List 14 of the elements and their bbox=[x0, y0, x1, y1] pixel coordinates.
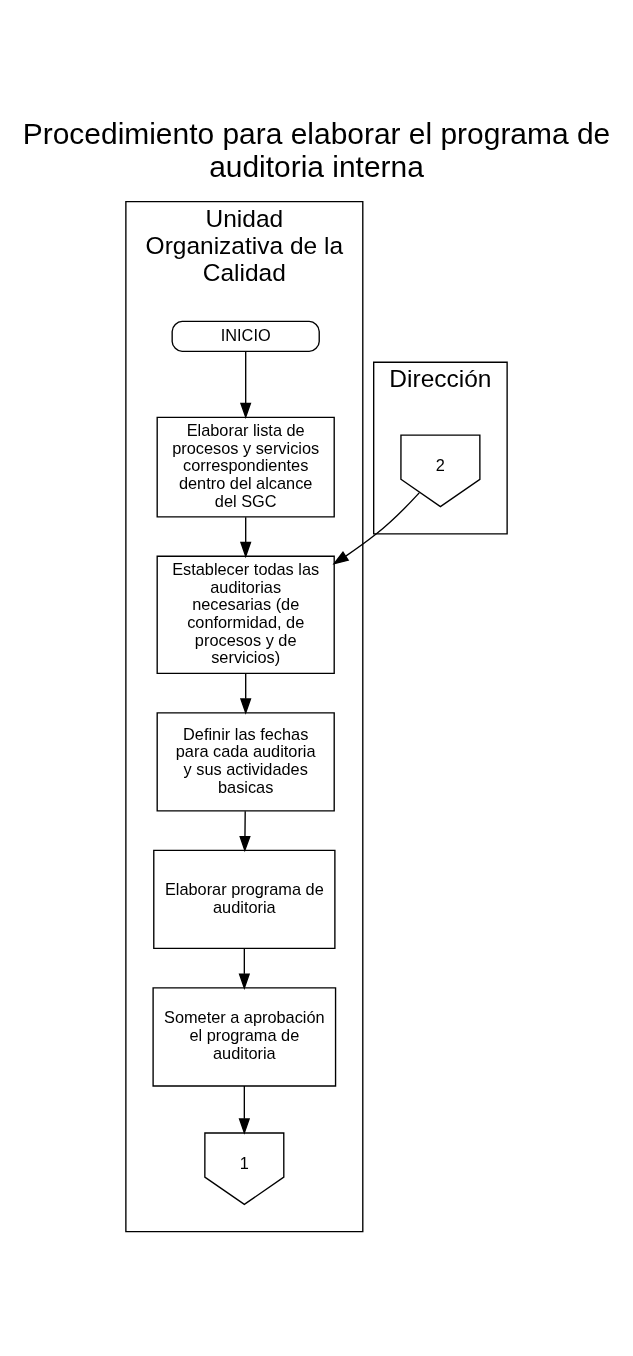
arrow bbox=[239, 810, 251, 852]
arrow bbox=[238, 947, 251, 990]
node-box: Definir las fechas para cada auditoria y sus actividades basicas bbox=[156, 711, 335, 812]
arrow bbox=[239, 672, 252, 715]
node-box: Elaborar lista de procesos y servicios correspondientes dentro del alcance del SGC bbox=[156, 416, 335, 517]
node-box: Establecer todas las auditorias necesarias (de conformidad, de procesos y de servicios) bbox=[156, 555, 335, 674]
arrow bbox=[238, 1084, 251, 1135]
arrow bbox=[332, 491, 420, 565]
arrow bbox=[239, 516, 252, 558]
node-box: Someter a aprobación el programa de auditoria bbox=[152, 986, 337, 1087]
arrow bbox=[239, 350, 252, 419]
node-box: Elaborar programa de auditoria bbox=[153, 849, 336, 949]
diagram-title: Procedimiento para elaborar el programa de auditoria interna bbox=[22, 116, 611, 183]
node-box: INICIO bbox=[171, 320, 320, 352]
